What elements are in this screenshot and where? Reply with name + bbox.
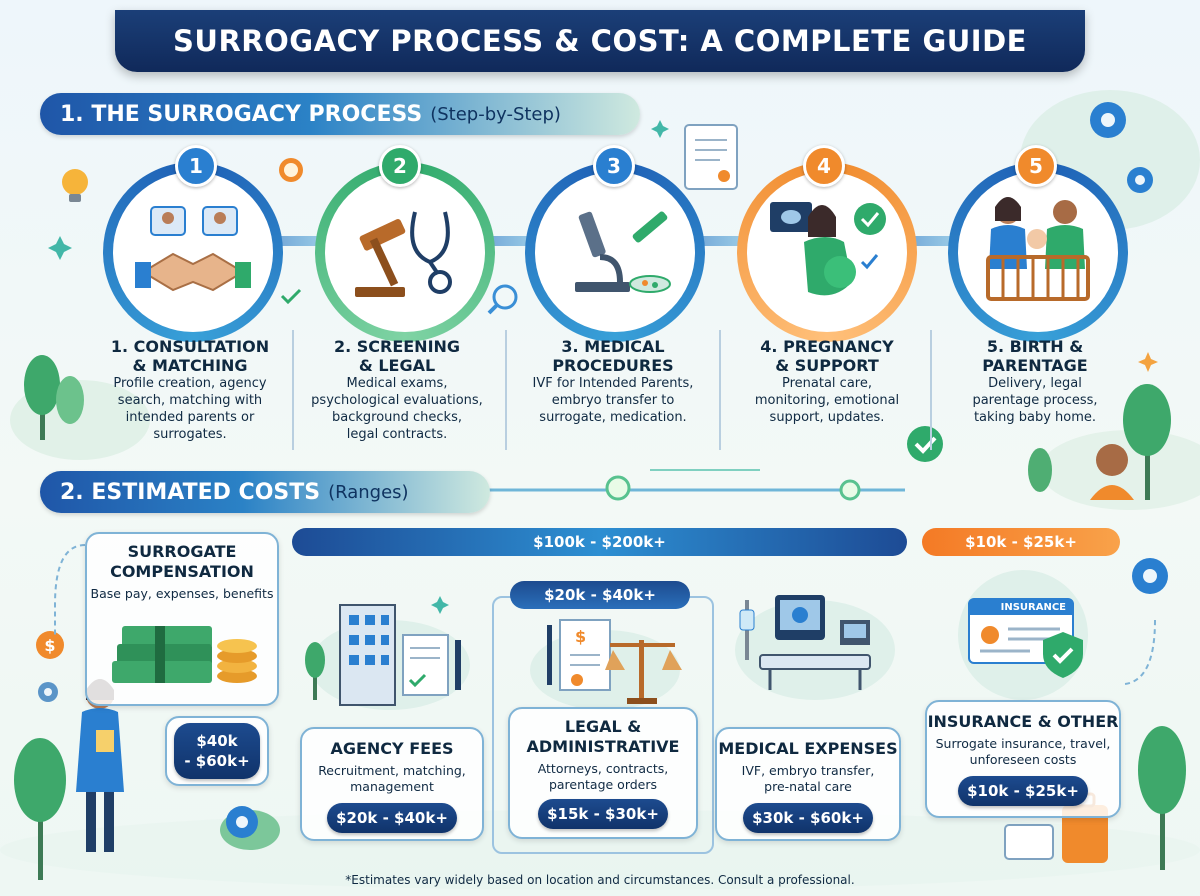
section-costs-title: 2. ESTIMATED COSTS: [60, 479, 321, 505]
agency-fees-card: AGENCY FEES Recruitment, matching,manage…: [300, 727, 484, 841]
other-range-bar: $10k - $25k+: [922, 528, 1120, 556]
step-2-text: 2. SCREENING& LEGAL Medical exams,psycho…: [297, 337, 497, 443]
page-title: SURROGACY PROCESS & COST: A COMPLETE GUI…: [173, 24, 1027, 58]
medical-expenses-title: MEDICAL EXPENSES: [718, 739, 898, 758]
step-connector: [480, 236, 540, 246]
person-waving-icon: [1090, 444, 1134, 500]
insurance-other-desc: Surrogate insurance, travel,unforeseen c…: [935, 736, 1111, 767]
step-2-description: Medical exams,psychological evaluations,…: [311, 376, 483, 442]
step-5-title: 5. BIRTH &PARENTAGE: [982, 337, 1088, 375]
step-1-number: 1: [175, 145, 217, 187]
step-connector: [270, 236, 330, 246]
medical-expenses-card: MEDICAL EXPENSES IVF, embryo transfer,pr…: [715, 727, 901, 841]
step-2-number: 2: [379, 145, 421, 187]
medical-expenses-desc: IVF, embryo transfer,pre-natal care: [741, 763, 875, 794]
legal-range-bar: $20k - $40k+: [510, 581, 690, 609]
insurance-other-title: INSURANCE & OTHER: [927, 712, 1119, 731]
suitcase-icon: [1004, 792, 1108, 863]
tree-bottom-right-icon: [1138, 726, 1186, 870]
hospital-bed-icon: [735, 595, 895, 700]
step-1-illustration: [113, 172, 273, 332]
step-3-description: IVF for Intended Parents,embryo transfer…: [532, 376, 694, 425]
checkmark-icon: [280, 288, 302, 305]
step-divider: [292, 330, 294, 450]
shield-check-icon: [1043, 632, 1083, 678]
step-divider: [719, 330, 721, 450]
medical-expenses-price: $30k - $60k+: [743, 803, 873, 833]
check-badge-icon: [907, 426, 943, 462]
coin-icon: $: [36, 631, 64, 659]
handshake-icon: [135, 206, 251, 292]
step-5-illustration: [958, 172, 1118, 332]
agency-building-icon: [305, 604, 470, 710]
step-connector: [900, 236, 960, 246]
insurance-other-card: INSURANCE & OTHER Surrogate insurance, t…: [925, 700, 1121, 818]
step-4-number: 4: [803, 145, 845, 187]
step-divider: [505, 330, 507, 450]
step-2-title: 2. SCREENING& LEGAL: [333, 337, 461, 375]
surrogate-price: $40k- $60k+: [174, 723, 260, 779]
section-process-title: 1. THE SURROGACY PROCESS: [60, 101, 423, 127]
magnifier-icon: [487, 284, 518, 315]
money-stack-icon: [112, 626, 257, 683]
step-divider: [930, 330, 932, 450]
insurance-card-label: INSURANCE: [970, 600, 1072, 615]
section-costs-header: 2. ESTIMATED COSTS (Ranges): [40, 471, 490, 513]
section-process-header: 1. THE SURROGACY PROCESS (Step-by-Step): [40, 93, 640, 135]
step-3-illustration: [535, 172, 695, 332]
legal-admin-title: LEGAL &ADMINISTRATIVE: [526, 717, 680, 756]
gavel-stethoscope-icon: [355, 211, 452, 297]
section-process-subtitle: (Step-by-Step): [430, 103, 561, 125]
agency-fees-price: $20k - $40k+: [327, 803, 457, 833]
scales-of-justice-icon: $: [530, 619, 682, 710]
step-1-text: 1. CONSULTATION& MATCHING Profile creati…: [90, 337, 290, 443]
microscope-syringe-icon: [575, 211, 671, 293]
document-icon: [684, 124, 738, 190]
sparkle-icon: [48, 236, 72, 260]
insurance-card-icon: INSURANCE: [968, 598, 1074, 664]
step-5-number: 5: [1015, 145, 1057, 187]
medal-icon: [279, 158, 303, 182]
total-range-bar: $100k - $200k+: [292, 528, 907, 556]
pregnant-woman-icon: [770, 202, 886, 296]
step-4-text: 4. PREGNANCY& SUPPORT Prenatal care,moni…: [727, 337, 927, 426]
lightbulb-icon: [62, 169, 88, 202]
legal-admin-price: $15k - $30k+: [538, 799, 668, 829]
footnote: *Estimates vary widely based on location…: [345, 873, 855, 887]
step-1-title: 1. CONSULTATION& MATCHING: [110, 337, 270, 375]
step-2-illustration: [325, 172, 485, 332]
tree-right-icon: [1028, 384, 1171, 500]
family-crib-icon: [986, 197, 1090, 301]
gear-icon: [38, 102, 1168, 838]
id-card-icon: [980, 626, 1060, 653]
agency-fees-desc: Recruitment, matching,management: [318, 763, 466, 794]
surrogate-compensation-desc: Base pay, expenses, benefits: [90, 586, 274, 601]
step-4-illustration: [747, 172, 907, 332]
step-connector: [690, 236, 750, 246]
agency-fees-title: AGENCY FEES: [330, 739, 454, 758]
svg-text:$: $: [575, 627, 586, 646]
tree-left-icon: [24, 355, 84, 440]
legal-admin-card: LEGAL &ADMINISTRATIVE Attorneys, contrac…: [508, 707, 698, 839]
legal-admin-desc: Attorneys, contracts,parentage orders: [537, 761, 669, 792]
surrogate-price-card: $40k- $60k+: [165, 716, 269, 786]
title-banner: SURROGACY PROCESS & COST: A COMPLETE GUI…: [115, 10, 1085, 72]
step-3-number: 3: [593, 145, 635, 187]
insurance-other-price: $10k - $25k+: [958, 776, 1088, 806]
svg-text:$: $: [44, 636, 55, 655]
section-costs-subtitle: (Ranges): [328, 481, 409, 503]
step-4-title: 4. PREGNANCY& SUPPORT: [760, 337, 894, 375]
